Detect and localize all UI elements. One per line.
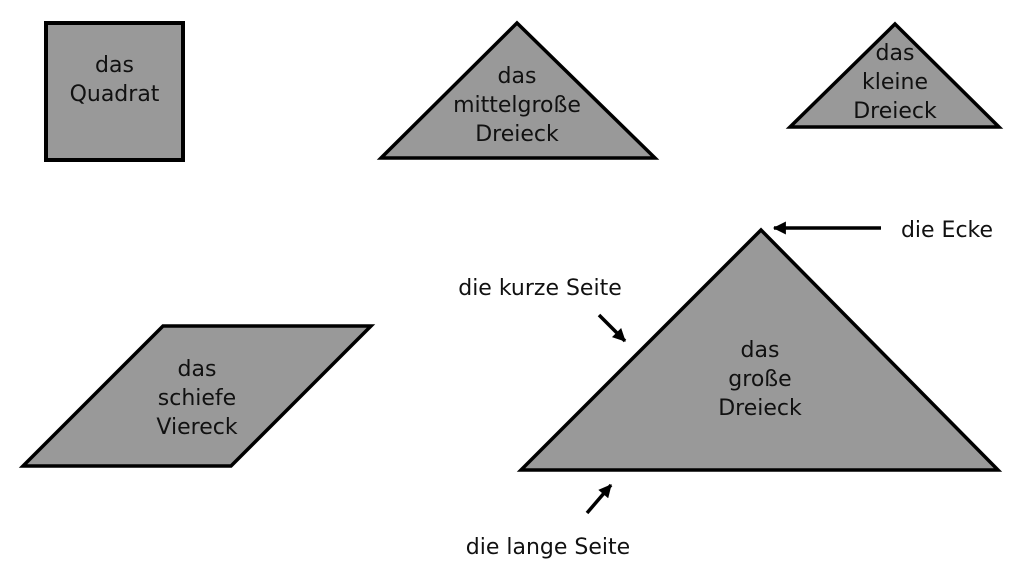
parallelogram-label-line: schiefe [158,386,236,411]
medium-triangle-label-line: mittelgroße [453,93,581,118]
parallelogram-label-line: das [178,357,217,382]
long-side-annotation-label: die lange Seite [466,535,630,560]
medium-triangle-label-line: das [498,64,537,89]
small-triangle-label-line: kleine [862,70,928,95]
parallelogram-shape-group: das schiefe Viereck [18,324,376,468]
square-shape [44,21,185,162]
medium-triangle-shape-group: das mittelgroße Dreieck [376,20,660,160]
square-label-line: das [95,53,134,78]
large-triangle-label-line: große [728,367,791,392]
short-side-arrow-icon [597,313,627,343]
long-side-annotation: die lange Seite [466,483,630,560]
parallelogram-shape [18,324,376,468]
small-triangle-label-line: Dreieck [853,99,937,124]
large-triangle-label-line: Dreieck [718,396,802,421]
medium-triangle-label-line: Dreieck [475,122,559,147]
large-triangle-shape [516,227,1003,472]
short-side-annotation-label: die kurze Seite [458,276,622,301]
corner-annotation-label: die Ecke [901,218,993,243]
short-side-annotation: die kurze Seite [458,276,627,343]
large-triangle-label-line: das [741,338,780,363]
small-triangle-shape-group: das kleine Dreieck [785,21,1004,129]
square-shape-group: das Quadrat [44,21,185,162]
large-triangle-shape-group: das große Dreieck [516,227,1003,472]
corner-annotation: die Ecke [772,218,993,243]
long-side-arrow-icon [585,483,613,515]
medium-triangle-shape [376,20,660,160]
small-triangle-label-line: das [876,41,915,66]
small-triangle-shape [785,21,1004,129]
parallelogram-label-line: Viereck [156,415,237,440]
square-label-line: Quadrat [70,82,160,107]
